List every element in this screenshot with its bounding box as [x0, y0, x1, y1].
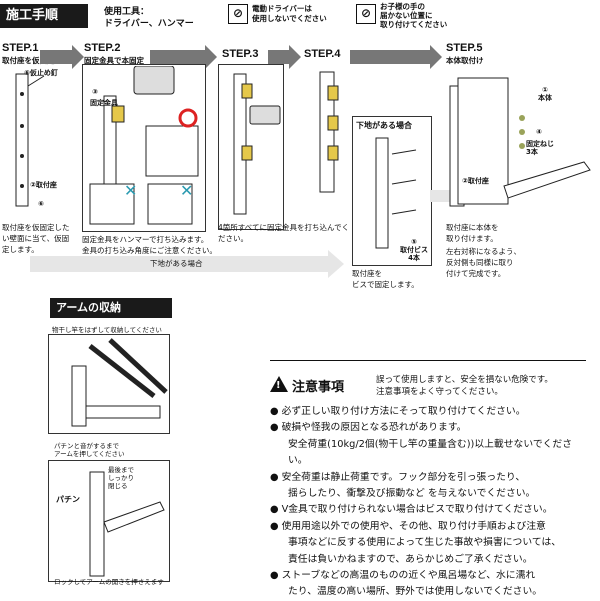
arm-note4: ロックしてアームの開きを押さえます — [54, 578, 164, 586]
warning-mark: ! — [276, 380, 281, 391]
step5-p4: ④ — [536, 128, 542, 136]
step5-caption2: 左右対称になるよう、 反対側も同様に取り 付けて完成です。 — [446, 247, 521, 278]
flow-bar-2 — [430, 190, 450, 202]
step2-sub: 固定金具で本固定 — [84, 56, 144, 65]
step-arrow — [268, 50, 290, 64]
warn-drill: 電動ドライバーは 使用しないでください — [252, 4, 327, 23]
notice-item: 揺らしたり、衝撃及び振動など を与えないでください。 — [288, 488, 536, 500]
step5-p2: ②取付座 — [462, 177, 489, 185]
notice-title: 注意事項 — [292, 380, 345, 395]
step-arrow-head — [72, 45, 84, 69]
arm-note1: 物干し竿をはずして収納してください — [52, 326, 162, 334]
notice-intro: 誤って使用しますと、安全を損ない危険です。 注意事項をよく守ってください。 — [376, 375, 553, 397]
bullet: ● — [270, 406, 279, 417]
tools-label: 使用工具： — [104, 7, 150, 17]
warn-child: お子様の手の 届かない位置に 取り付けてください — [380, 2, 448, 29]
flow-bar — [30, 256, 330, 272]
notice-item: ●必ず正しい取り付け方法にそって取り付けてください。 — [270, 406, 526, 417]
notice-item: ●ストーブなどの高温のものの近くや風呂場など、水に濡れ — [270, 570, 536, 582]
step1-sub: 取付座を仮固定 — [2, 56, 55, 65]
warning-triangle-icon — [270, 376, 288, 392]
step4-subpanel — [352, 116, 432, 266]
svg-text:✕: ✕ — [124, 181, 137, 200]
notice-divider — [270, 360, 586, 361]
step4-caption: 取付座を ビスで固定します。 — [352, 269, 419, 289]
flow-label: 下地がある場合 — [150, 259, 203, 268]
notice-item: ●使用用途以外での使用や、その他、取り付け手順および注意 — [270, 520, 546, 532]
bullet: ● — [270, 520, 279, 532]
flow-arrow-head — [328, 250, 344, 278]
step-arrow — [150, 50, 206, 64]
step-arrow-head — [205, 45, 217, 69]
step4-illustration — [319, 71, 339, 193]
notice-list: ●必ず正しい取り付け方法にそって取り付けてください。 ●破損や怪我の原因となる恐… — [270, 404, 586, 601]
notice-item: ●V金具で取り付けられない場合はビスで取り付けてください。 — [270, 504, 553, 516]
arm-illustration-2 — [89, 471, 165, 577]
step3-caption: 4箇所すべてに固定金具を打ち込んでください。 — [218, 223, 350, 243]
step-arrow-head — [430, 45, 442, 69]
step4-sub-illustration — [375, 137, 417, 249]
no-drill-icon: ⊘ — [228, 4, 248, 24]
tools-info: 使用工具： ドライバー、ハンマー — [104, 6, 194, 30]
step2-illustration: ✕ ✕ — [89, 66, 199, 225]
step1-illustration — [15, 73, 45, 207]
step5-p1: ① 本体 — [538, 86, 552, 102]
step1-caption: 取付座を仮固定したい壁面に当て、仮固定します。 — [2, 223, 70, 254]
notice-item: 安全荷重(10kg/2個(物干し竿の重量含む))以上載せないでください。 — [288, 438, 573, 467]
step3-illustration — [233, 73, 281, 215]
arm-note2: パチンと音がするまで アームを押してください — [54, 442, 125, 458]
bullet: ● — [270, 422, 279, 434]
notice-item: たり、温度の高い場所、野外では使用しないでください。 — [288, 586, 543, 598]
step4-label: STEP.4 — [304, 48, 341, 60]
step4-box-title: 下地がある場合 — [356, 121, 412, 130]
step-arrow — [40, 50, 74, 64]
step1-label: STEP.1 — [2, 42, 39, 54]
step4-part5: ⑤ 取付ビス 4本 — [400, 238, 428, 262]
step1-num6: ⑥ — [38, 200, 44, 208]
arm-panel1 — [48, 334, 170, 434]
arm-pachin: パチン — [56, 495, 80, 504]
step-arrow-head — [289, 45, 301, 69]
notice-item: 事項などに反する使用によって生じた事故や損害については、 — [288, 537, 562, 549]
step5-sub: 本体取付け — [446, 56, 484, 65]
arm-note3: 最後まで しっかり 閉じる — [108, 466, 134, 490]
arm-title: アームの収納 — [50, 298, 172, 318]
step1-part6: ⑥仮止め釘 — [24, 69, 58, 77]
step5-label: STEP.5 — [446, 42, 483, 54]
svg-text:✕: ✕ — [180, 181, 193, 200]
notice-item: ●安全荷重は静止荷重です。フック部分を引っ張ったり、 — [270, 471, 526, 483]
step5-p4b: 固定ねじ 3本 — [526, 140, 554, 156]
bullet: ● — [270, 504, 279, 516]
step-arrow — [350, 50, 432, 64]
step1-part2: ②取付座 — [30, 181, 57, 189]
bullet: ● — [270, 570, 279, 582]
tools-value: ドライバー、ハンマー — [104, 19, 194, 29]
arm-illustration-1 — [71, 338, 168, 427]
step2-label: STEP.2 — [84, 42, 121, 54]
notice-item: 責任は負いかねますので、あらかじめご了承ください。 — [288, 553, 533, 565]
step5-caption1: 取付座に本体を 取り付けます。 — [446, 223, 499, 243]
step2-part3: 固定金具 — [90, 99, 118, 107]
bullet: ● — [270, 471, 279, 483]
step2-num3: ③ — [92, 88, 98, 96]
step5-illustration — [449, 77, 591, 207]
section-title: 施工手順 — [0, 4, 88, 28]
child-warning-icon: ⊘ — [356, 4, 376, 24]
notice-item: ●破損や怪我の原因となる恐れがあります。 — [270, 422, 467, 434]
step3-label: STEP.3 — [222, 48, 259, 60]
step2-caption: 固定金具をハンマーで打ち込みます。 金具の打ち込み角度にご注意ください。 — [82, 235, 217, 255]
